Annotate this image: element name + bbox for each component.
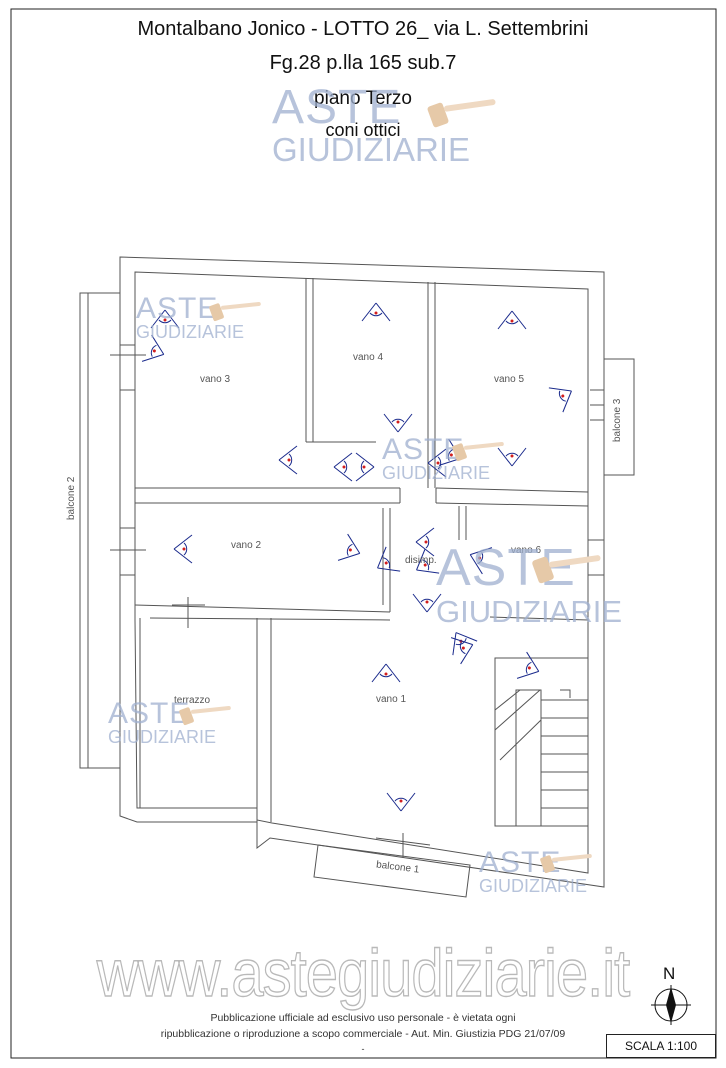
- gavel-icon: [452, 442, 504, 462]
- wall-vano6-bottom: [489, 616, 589, 621]
- north-compass-icon: [651, 985, 691, 1025]
- optical-cone-marker: [355, 452, 375, 482]
- stair-run-3: [499, 719, 542, 761]
- title-address: Montalbano Jonico - LOTTO 26_ via L. Set…: [137, 18, 589, 40]
- window-marks: [110, 344, 604, 858]
- watermark-word1: ASTE: [272, 81, 402, 134]
- title-subject: coni ottici: [325, 120, 401, 140]
- stair-run-1: [494, 689, 541, 731]
- balcone-1-outline: [313, 844, 471, 898]
- gavel-icon: [209, 302, 261, 322]
- stair-core: [515, 689, 542, 827]
- room-label-vano2: vano 2: [231, 540, 262, 551]
- room-label-balcone2: balcone 2: [66, 476, 77, 520]
- compass-north-label: N: [663, 964, 676, 983]
- optical-cone-marker: [141, 334, 165, 362]
- gavel-icon: [427, 99, 496, 128]
- room-label-vano4: vano 4: [353, 352, 384, 363]
- watermark-website: www.astegiudiziarie.it: [96, 935, 631, 1011]
- room-label-vano3: vano 3: [200, 374, 231, 385]
- room-label-vano6: vano 6: [511, 545, 542, 556]
- wall-upper-row-right: [435, 487, 589, 493]
- watermark-word2: GIUDIZIARIE: [272, 131, 471, 168]
- watermark-word2: GIUDIZIARIE: [136, 322, 245, 342]
- page-border: [10, 8, 717, 1059]
- walls: [79, 256, 635, 898]
- optical-cone-marker: [333, 452, 353, 482]
- outer-wall-outline: [119, 256, 605, 888]
- optical-cone-marker: [415, 527, 435, 557]
- optical-cones: [141, 302, 572, 812]
- optical-cone-marker: [150, 309, 180, 329]
- watermark-word2: GIUDIZIARIE: [382, 463, 491, 483]
- wall-upper-row-right-2: [435, 502, 589, 507]
- footer-notice-line1: Pubblicazione ufficiale ad esclusivo uso…: [210, 1012, 516, 1024]
- watermark-logo: ASTE GIUDIZIARIE: [382, 433, 490, 484]
- optical-cone-marker: [497, 447, 527, 467]
- title-floor: piano Terzo: [314, 88, 412, 109]
- watermark-word1: ASTE: [382, 433, 465, 466]
- watermark-word2: GIUDIZIARIE: [479, 876, 588, 896]
- footer-notice-line3: -: [361, 1044, 365, 1054]
- watermark-word2: GIUDIZIARIE: [436, 594, 623, 629]
- gavel-icon: [532, 555, 601, 584]
- watermark-logo: ASTE GIUDIZIARIE: [108, 697, 216, 748]
- optical-cone-marker: [337, 533, 361, 561]
- watermark-word1: ASTE: [108, 697, 191, 730]
- optical-cone-marker: [516, 651, 540, 679]
- balcone-2-inner: [79, 292, 89, 769]
- watermark-logo: ASTE GIUDIZIARIE: [272, 80, 470, 169]
- room-label-vano1: vano 1: [376, 694, 407, 705]
- optical-cone-marker: [548, 387, 572, 413]
- watermark-word2: GIUDIZIARIE: [108, 727, 217, 747]
- title-cadastral: Fg.28 p.lla 165 sub.7: [269, 52, 457, 74]
- optical-cone-marker: [361, 302, 391, 322]
- watermark-logo: ASTE GIUDIZIARIE: [479, 846, 587, 897]
- wall-vano2-bottom-2: [149, 617, 391, 621]
- room-label-vano5: vano 5: [494, 374, 525, 385]
- gavel-icon: [540, 854, 592, 874]
- optical-cone-marker: [383, 413, 413, 433]
- watermark-word1: ASTE: [436, 539, 576, 597]
- footer-notice-line2: ripubblicazione o riproduzione a scopo c…: [160, 1028, 566, 1040]
- optical-cone-marker: [371, 663, 401, 683]
- watermark-logo: ASTE GIUDIZIARIE: [436, 538, 622, 630]
- optical-cone-marker: [427, 448, 447, 478]
- optical-cone-marker: [450, 637, 474, 665]
- balcone-3-outline: [603, 358, 635, 476]
- optical-cone-marker: [386, 792, 416, 812]
- watermark-logo: ASTE GIUDIZIARIE: [136, 292, 244, 343]
- optical-cone-marker: [173, 534, 193, 564]
- optical-cone-marker: [412, 593, 442, 613]
- scale-box: SCALA 1:100: [606, 1034, 716, 1058]
- room-label-disimpegno: disimp.: [405, 555, 437, 566]
- optical-cone-marker: [469, 547, 493, 575]
- optical-cone-marker: [497, 310, 527, 330]
- optical-cone-marker: [377, 546, 401, 572]
- gavel-icon: [179, 706, 231, 726]
- stair-arrow: [560, 689, 571, 698]
- wall-vano2-bottom: [134, 604, 391, 613]
- stair-run-2: [494, 689, 521, 711]
- watermark-word1: ASTE: [136, 292, 219, 325]
- optical-cone-marker: [278, 445, 298, 475]
- room-label-balcone3: balcone 3: [612, 398, 623, 442]
- room-label-terrazzo: terrazzo: [174, 695, 211, 706]
